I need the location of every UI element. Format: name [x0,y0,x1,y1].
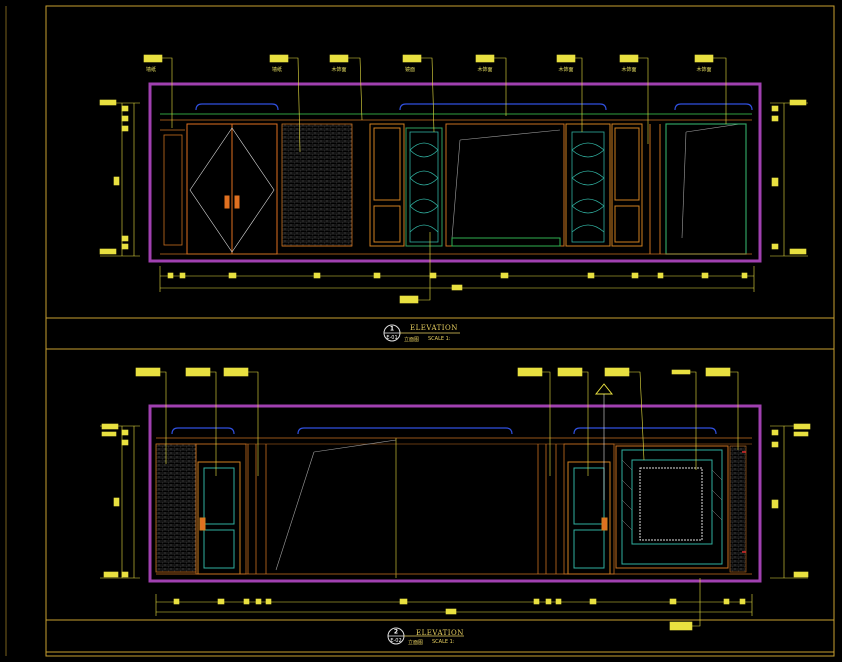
callout-label-1c: 木饰面 [331,67,347,73]
jamb-2a [195,443,267,575]
lattice-panel-1a [409,131,439,243]
dimension-bottom-2 [155,594,753,616]
mirror-area-2 [275,439,397,571]
callout-label-1g: 木饰面 [621,67,637,73]
elevation-1-code: E-01 [386,335,398,341]
elevation-1-number: 1 [389,325,395,333]
lattice-panel-1b [571,131,605,243]
callout-label-1a: 墙纸 [145,67,157,73]
callout-label-1h: 木饰面 [696,67,712,73]
ceiling-cove-2 [171,427,717,435]
callouts-2 [135,367,739,631]
cabinet-panels-1 [369,123,643,247]
door-2a [197,461,241,575]
dimension-right-1 [770,99,808,257]
callout-label-1f: 木饰面 [558,67,574,73]
dimension-left-2 [100,423,140,579]
feature-panel-2 [615,445,729,569]
elevation-marker-icon [383,324,460,342]
elevation-2-subtitle: 立面图 [408,640,424,646]
elevation-2-scale: SCALE 1: [432,639,455,645]
elevation-2-code: E-02 [390,638,402,644]
dimension-right-2 [770,423,811,579]
jamb-2b [537,443,615,575]
console-1 [451,237,561,247]
sheet-frame [5,5,835,657]
elevation-1-title: ELEVATION [410,324,458,332]
callout-label-1b: 墙纸 [271,67,283,73]
wall-outline-1 [148,82,762,263]
mirror-area-1 [451,123,741,239]
elevation-2-number: 2 [393,628,399,636]
elevation-1 [99,54,808,342]
elevation-marker-icon [387,627,464,645]
callouts-1 [143,54,727,304]
double-door-1 [186,123,278,255]
callout-label-1d: 镜面 [404,67,416,73]
elevation-2-title: ELEVATION [416,629,464,637]
section-marker-icon [594,383,614,500]
elevation-1-scale: SCALE 1: [428,336,451,342]
elevation-2 [100,367,811,645]
dimension-bottom-1 [159,266,755,292]
callout-label-1e: 木饰面 [477,67,493,73]
dimension-left-1 [99,99,140,257]
ceiling-cove-1 [195,103,753,111]
elevation-1-subtitle: 立面图 [404,337,420,343]
wallpaper-panel-1 [281,123,353,247]
